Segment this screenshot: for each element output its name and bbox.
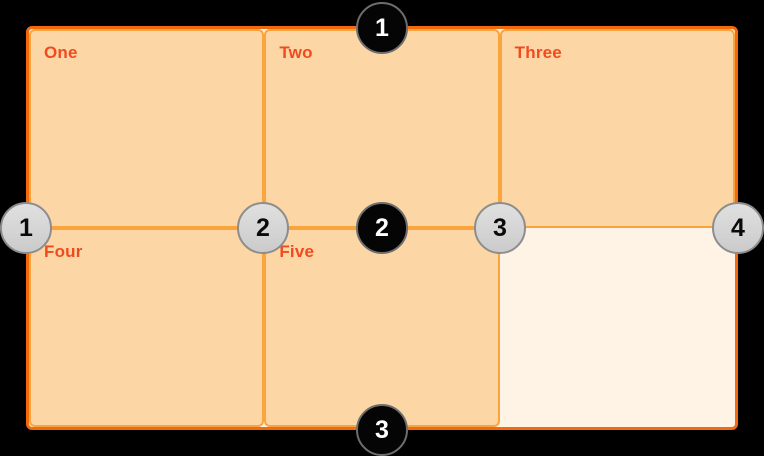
grid-container: One Two Three Four Five [26, 26, 738, 430]
cell-label-three: Three [514, 43, 562, 62]
cell-label-four: Four [44, 242, 83, 261]
grid-cell-one: One [29, 29, 265, 228]
grid-cell-four: Four [29, 228, 265, 427]
cell-label-one: One [44, 43, 78, 62]
grid-cell-empty [500, 228, 735, 427]
column-line-badge-4: 4 [712, 202, 764, 254]
grid-cell-three: Three [499, 29, 735, 228]
column-line-badge-2: 2 [237, 202, 289, 254]
row-line-badge-1: 1 [356, 2, 408, 54]
grid-cell-five: Five [264, 228, 500, 427]
cell-label-five: Five [279, 242, 315, 261]
row-line-badge-2: 2 [356, 202, 408, 254]
column-line-badge-3: 3 [474, 202, 526, 254]
grid-cell-two: Two [264, 29, 500, 228]
column-line-badge-1: 1 [0, 202, 52, 254]
row-line-badge-3: 3 [356, 404, 408, 456]
cell-label-two: Two [279, 43, 313, 62]
